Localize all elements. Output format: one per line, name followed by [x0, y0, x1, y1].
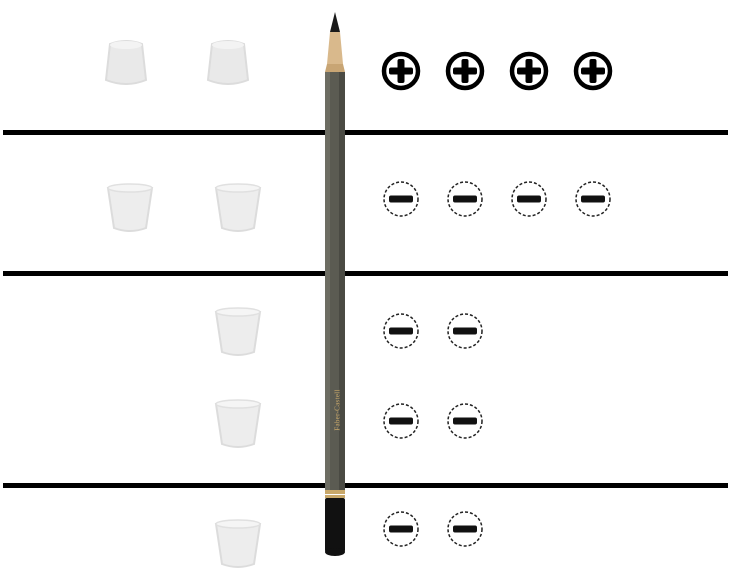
cup-icon — [100, 180, 160, 238]
divider-line-3 — [3, 483, 728, 488]
cup-icon — [208, 180, 268, 238]
divider-line-1 — [3, 130, 728, 135]
cup-icon — [198, 36, 258, 94]
negative-sign-icon — [380, 310, 422, 352]
divider-line-2 — [3, 271, 728, 276]
positive-sign-icon — [508, 50, 550, 92]
negative-sign-icon — [572, 178, 614, 220]
negative-sign-icon — [380, 178, 422, 220]
cup-icon — [208, 516, 268, 574]
negative-sign-icon — [444, 178, 486, 220]
negative-sign-icon — [508, 178, 550, 220]
negative-sign-icon — [444, 310, 486, 352]
negative-sign-icon — [444, 508, 486, 550]
negative-sign-icon — [380, 508, 422, 550]
cup-icon — [96, 36, 156, 94]
negative-sign-icon — [444, 400, 486, 442]
negative-sign-icon — [380, 400, 422, 442]
pencil-icon — [320, 12, 350, 562]
positive-sign-icon — [572, 50, 614, 92]
positive-sign-icon — [444, 50, 486, 92]
cup-icon — [208, 304, 268, 362]
pencil-brand-label: Faber-Castell — [328, 360, 348, 460]
cup-icon — [208, 396, 268, 454]
positive-sign-icon — [380, 50, 422, 92]
